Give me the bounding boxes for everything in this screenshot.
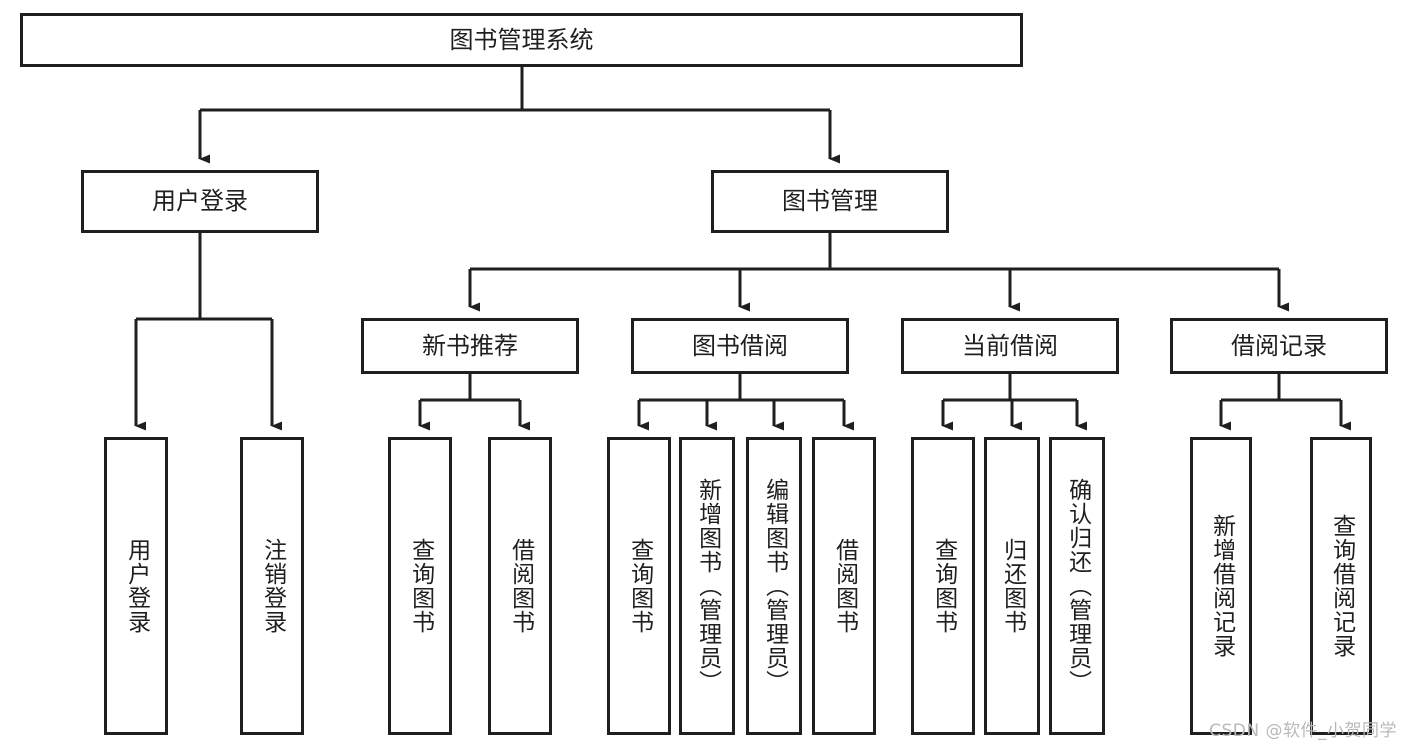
- node-new-book-recommend[interactable]: 新书推荐: [361, 318, 579, 374]
- node-root[interactable]: 图书管理系统: [20, 13, 1023, 67]
- node-label: 借阅图书: [507, 538, 534, 634]
- leaf-query-book-recommend[interactable]: 查询图书: [388, 437, 452, 735]
- leaf-confirm-return-admin[interactable]: 确认归还（管理员）: [1049, 437, 1105, 735]
- node-book-borrow[interactable]: 图书借阅: [631, 318, 849, 374]
- node-label: 查询图书: [626, 538, 653, 634]
- node-label: 新书推荐: [422, 331, 518, 360]
- leaf-query-borrowed-book[interactable]: 查询图书: [911, 437, 975, 735]
- watermark-text: CSDN @软件_小贺同学: [1209, 721, 1397, 741]
- node-label: 图书管理: [782, 187, 878, 216]
- node-label: 归还图书: [999, 538, 1026, 634]
- leaf-query-book[interactable]: 查询图书: [607, 437, 671, 735]
- node-label: 新增借阅记录: [1208, 514, 1235, 658]
- node-label: 注销登录: [259, 538, 286, 634]
- node-label: 图书管理系统: [449, 25, 594, 54]
- node-label: 编辑图书（管理员）: [761, 478, 788, 694]
- node-current-borrow[interactable]: 当前借阅: [901, 318, 1119, 374]
- leaf-user-logout[interactable]: 注销登录: [240, 437, 304, 735]
- node-label: 用户登录: [123, 538, 150, 634]
- node-label: 新增图书（管理员）: [694, 478, 721, 694]
- node-label: 当前借阅: [962, 331, 1058, 360]
- leaf-query-borrow-record[interactable]: 查询借阅记录: [1310, 437, 1372, 735]
- node-label: 借阅图书: [831, 538, 858, 634]
- node-label: 用户登录: [152, 187, 248, 216]
- leaf-borrow-book[interactable]: 借阅图书: [812, 437, 876, 735]
- leaf-borrow-book-recommend[interactable]: 借阅图书: [488, 437, 552, 735]
- leaf-user-login[interactable]: 用户登录: [104, 437, 168, 735]
- node-label: 借阅记录: [1231, 331, 1327, 360]
- node-label: 查询图书: [407, 538, 434, 634]
- leaf-add-borrow-record[interactable]: 新增借阅记录: [1190, 437, 1252, 735]
- node-borrow-record[interactable]: 借阅记录: [1170, 318, 1388, 374]
- leaf-edit-book-admin[interactable]: 编辑图书（管理员）: [746, 437, 802, 735]
- leaf-add-book-admin[interactable]: 新增图书（管理员）: [679, 437, 735, 735]
- node-book-management-group[interactable]: 图书管理: [711, 170, 949, 233]
- node-user-login-group[interactable]: 用户登录: [81, 170, 319, 233]
- node-label: 图书借阅: [692, 331, 788, 360]
- node-label: 查询图书: [930, 538, 957, 634]
- node-label: 确认归还（管理员）: [1064, 478, 1091, 694]
- leaf-return-book[interactable]: 归还图书: [984, 437, 1040, 735]
- node-label: 查询借阅记录: [1328, 514, 1355, 658]
